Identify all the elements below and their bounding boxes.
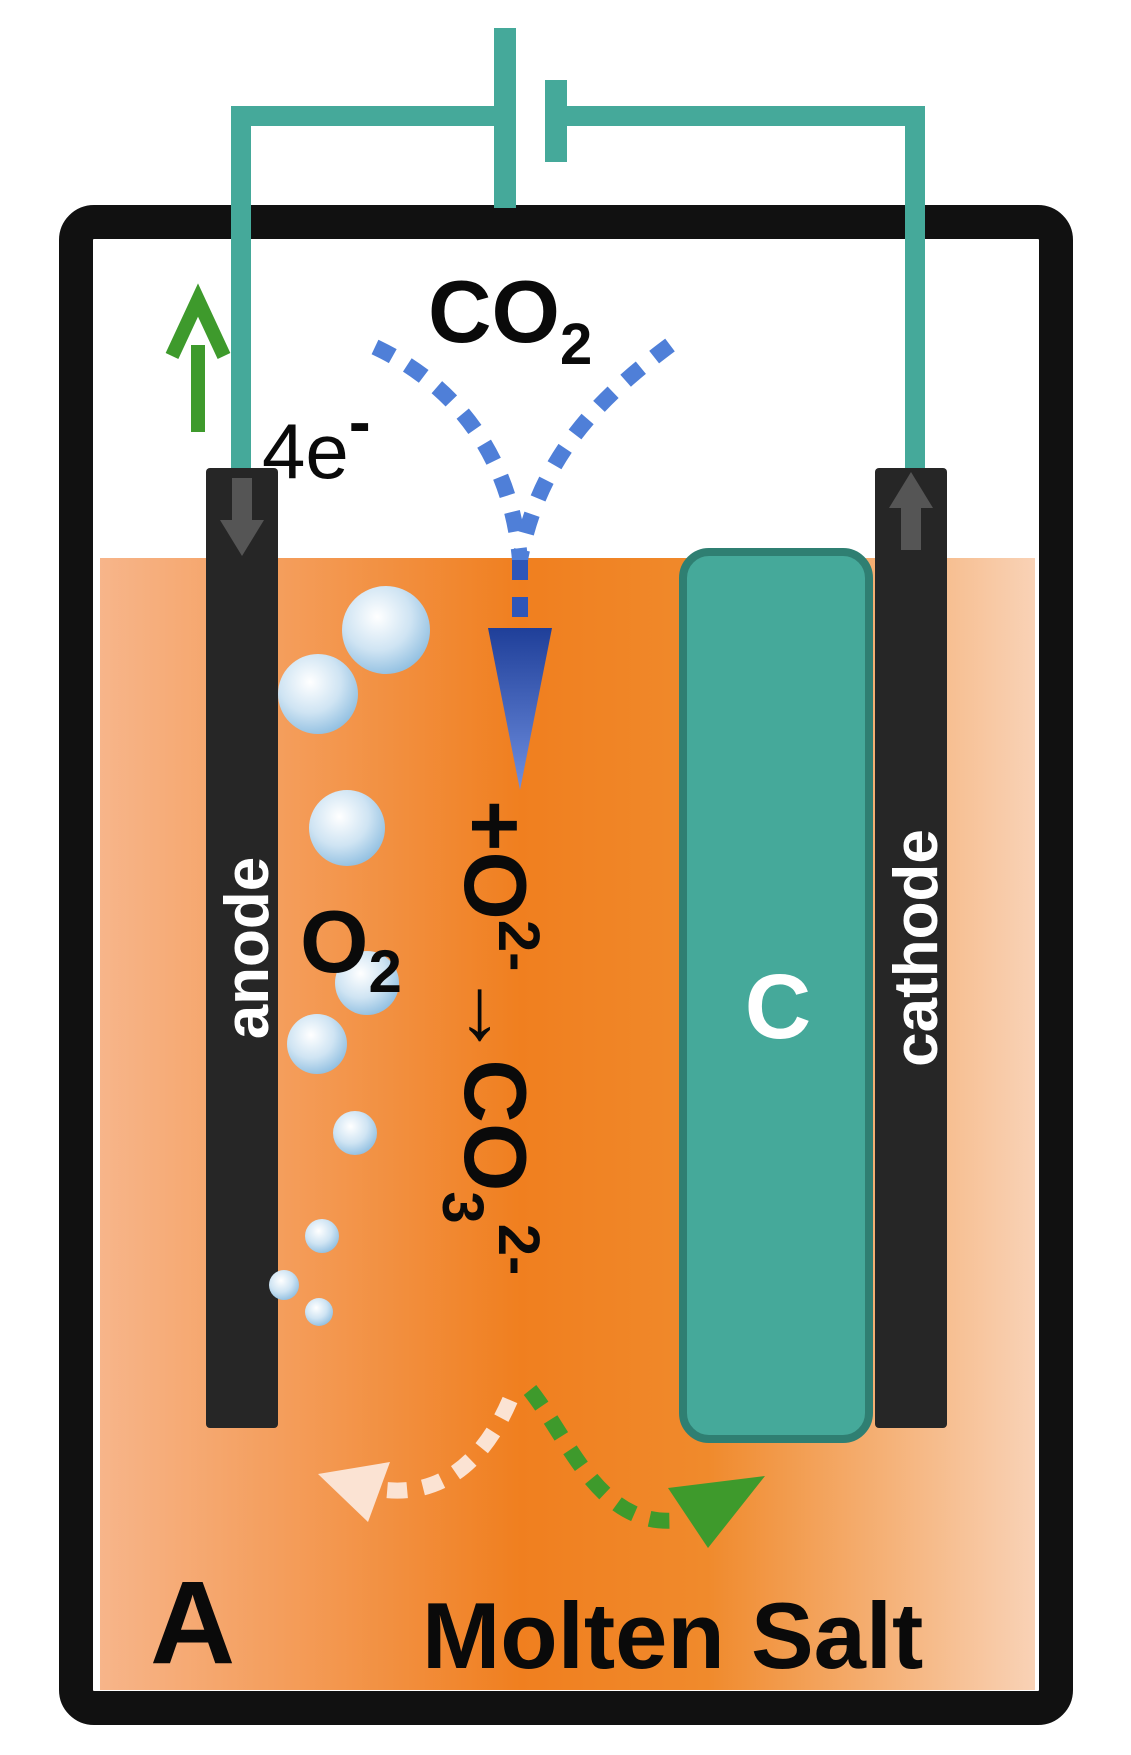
cathode-label: cathode xyxy=(882,829,951,1067)
bubble-icon xyxy=(305,1219,339,1253)
co2-path xyxy=(371,338,675,622)
bubble-icon xyxy=(287,1014,347,1074)
reaction-equation: +O2-→CO32- xyxy=(430,800,551,1275)
electrolyte-label: Molten Salt xyxy=(422,1583,923,1688)
cathode-up-arrow-icon xyxy=(889,472,933,550)
electron-count-label: 4e- xyxy=(262,384,371,495)
bubble-icon xyxy=(335,951,399,1015)
bubble-icon xyxy=(305,1298,333,1326)
bubble-icon xyxy=(269,1270,299,1300)
o2-bubbles xyxy=(269,586,430,1326)
anode-label: anode xyxy=(213,857,282,1040)
co2-label: CO2 xyxy=(428,262,592,377)
carbon-label: C xyxy=(745,956,811,1058)
panel-letter: A xyxy=(150,1557,235,1689)
carbonate-flow-arrow xyxy=(523,1385,765,1548)
anode-down-arrow-icon xyxy=(220,478,264,556)
carbon-product-block xyxy=(679,548,873,1443)
anode-wire xyxy=(231,106,505,470)
bubble-icon xyxy=(333,1111,377,1155)
bubble-icon xyxy=(309,790,385,866)
cathode-wire xyxy=(556,106,925,470)
battery-symbol-icon xyxy=(231,28,925,470)
electron-flow-arrow-icon xyxy=(165,283,231,432)
cathode-electrode xyxy=(875,468,947,1428)
o2-label: O2 xyxy=(300,892,402,1005)
co2-arrow-head xyxy=(488,628,552,790)
return-flow-arrow xyxy=(318,1396,518,1522)
bubble-icon xyxy=(342,586,430,674)
anode-electrode xyxy=(206,468,278,1428)
bubble-icon xyxy=(278,654,358,734)
